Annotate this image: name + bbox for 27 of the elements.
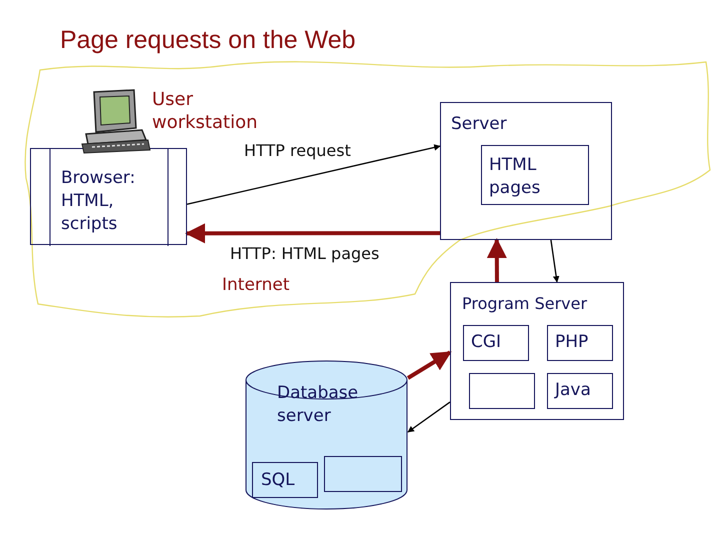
cloud-label: Internet	[222, 274, 291, 297]
process-box	[450, 282, 624, 420]
process-box	[324, 456, 402, 492]
process-box	[547, 325, 613, 361]
node-label: Server	[451, 113, 508, 136]
arrow	[407, 402, 450, 433]
process-box	[547, 373, 613, 409]
node-label: Program Server	[462, 293, 588, 315]
process-box	[252, 462, 318, 498]
arrow	[406, 350, 452, 380]
caption-label: User workstation	[152, 88, 259, 134]
node-label: HTML pages	[489, 154, 542, 200]
process-box	[463, 325, 529, 361]
process-box	[481, 145, 589, 205]
title: Page requests on the Web	[60, 26, 356, 55]
node-label: Browser: HTML, scripts	[61, 167, 136, 236]
node-label: Java	[555, 379, 592, 402]
arrow	[185, 223, 440, 244]
database-cylinder	[245, 360, 408, 510]
arrow	[550, 240, 560, 283]
arrow	[486, 238, 507, 282]
arrow	[186, 144, 441, 205]
node-label: SQL	[261, 469, 296, 492]
node-label: CGI	[471, 331, 502, 354]
node-label: Database server	[277, 382, 360, 428]
process-box	[469, 373, 535, 409]
node-label: PHP	[555, 331, 590, 354]
